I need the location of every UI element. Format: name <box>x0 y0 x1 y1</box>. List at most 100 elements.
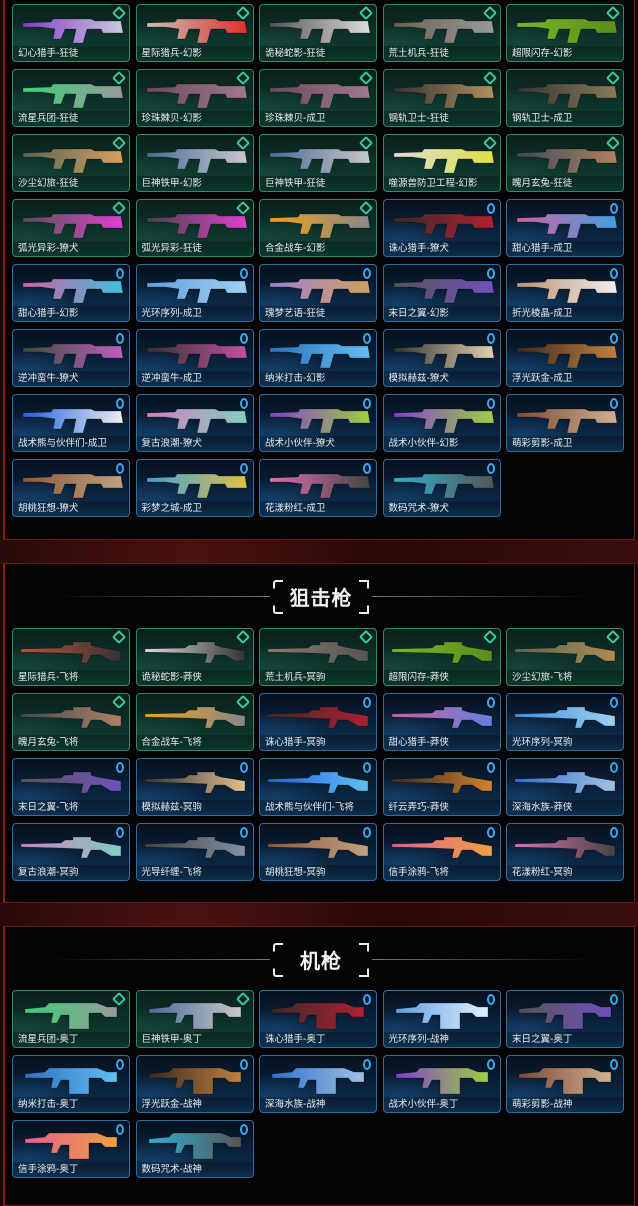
weapon-image <box>391 641 492 664</box>
skin-card[interactable]: 花漾粉红-成卫 <box>259 459 377 517</box>
skin-card[interactable]: 诡秘蛇影-莽侠 <box>135 628 254 686</box>
skin-card[interactable]: 模拟赫兹-獠犬 <box>382 329 501 387</box>
skin-card[interactable]: 复古浪潮-獠犬 <box>135 394 254 452</box>
skin-card[interactable]: 浮光跃金-战神 <box>135 1055 254 1113</box>
skin-card[interactable]: 信手涂鸦-奥丁 <box>12 1120 130 1178</box>
skin-card[interactable]: 胡桃狂想-冥驹 <box>259 823 377 881</box>
skin-card[interactable]: 胡桃狂想-獠犬 <box>12 459 130 517</box>
skin-name: 花漾粉红-成卫 <box>260 501 376 516</box>
weapon-image <box>22 148 124 174</box>
skin-card[interactable]: 战术熊与伙伴们-成卫 <box>12 394 130 452</box>
skin-card[interactable]: 巨神铁甲-奥丁 <box>135 990 254 1048</box>
rarity-ring-icon <box>610 398 618 409</box>
skin-card[interactable]: 魄月玄兔-狂徒 <box>506 134 624 192</box>
section-header: 机枪 <box>5 941 637 977</box>
rarity-ring-icon <box>363 762 371 773</box>
skin-card[interactable]: 光导纤缠-飞将 <box>135 823 254 881</box>
skin-card[interactable]: 流星兵团-奥丁 <box>12 990 130 1048</box>
rifles-panel: 幻心猎手-狂徒星际猎兵-幻影诡秘蛇影-狂徒荒土机兵-狂徒超限闪存-幻影流星兵团-… <box>3 0 635 540</box>
skin-card[interactable]: 花漾粉红-冥驹 <box>506 823 624 881</box>
skin-card[interactable]: 数码咒术-獠犬 <box>382 459 501 517</box>
rarity-ring-icon <box>116 827 124 838</box>
skin-card[interactable]: 瑰梦艺语-狂徒 <box>259 264 377 322</box>
skin-card[interactable]: 甜心猎手-成卫 <box>506 199 624 257</box>
skin-name: 模拟赫兹-獠犬 <box>383 371 500 386</box>
skin-card[interactable]: 珍珠棘贝-幻影 <box>135 69 254 127</box>
skin-name: 钢轨卫士-成卫 <box>507 111 623 126</box>
skin-card[interactable]: 巨神铁甲-狂徒 <box>259 134 377 192</box>
skin-card[interactable]: 超限闪存-幻影 <box>506 4 624 62</box>
skin-card[interactable]: 珍珠棘贝-成卫 <box>259 69 377 127</box>
skin-card[interactable]: 弧光异彩-狂徒 <box>135 199 254 257</box>
skin-card[interactable]: 甜心猎手-莽侠 <box>382 693 501 751</box>
skin-card[interactable]: 纤云弄巧-莽侠 <box>382 758 501 816</box>
skin-card[interactable]: 荒土机兵-狂徒 <box>382 4 501 62</box>
weapon-image <box>146 278 247 304</box>
weapon-image <box>518 1002 612 1030</box>
skin-card[interactable]: 末日之翼-飞将 <box>12 758 130 816</box>
skin-card[interactable]: 彩梦之城-成卫 <box>135 459 254 517</box>
skin-name: 数码咒术-战神 <box>136 1162 253 1177</box>
skin-name: 胡桃狂想-獠犬 <box>13 501 129 516</box>
weapon-image <box>269 148 371 174</box>
skin-card[interactable]: 星际猎兵-飞将 <box>12 628 130 686</box>
rarity-ring-icon <box>486 762 495 773</box>
skin-card[interactable]: 光环序列-冥驹 <box>506 693 624 751</box>
skin-card[interactable]: 纳米打击-奥丁 <box>12 1055 130 1113</box>
skin-card[interactable]: 战术小伙伴-獠犬 <box>259 394 377 452</box>
skin-card[interactable]: 逆冲蛮牛-成卫 <box>135 329 254 387</box>
rarity-ring-icon <box>486 994 495 1005</box>
skin-card[interactable]: 超限闪存-莽侠 <box>382 628 501 686</box>
skin-name: 末日之翼-幻影 <box>383 306 500 321</box>
skin-name: 光导纤缠-飞将 <box>136 865 253 880</box>
skin-card[interactable]: 折光棱晶-成卫 <box>506 264 624 322</box>
rarity-ring-icon <box>486 333 495 344</box>
skin-card[interactable]: 战术小伙伴-幻影 <box>382 394 501 452</box>
skin-card[interactable]: 光环序列-战神 <box>382 990 501 1048</box>
skin-card[interactable]: 复古浪潮-冥驹 <box>12 823 130 881</box>
skin-card[interactable]: 诛心猎手-冥驹 <box>259 693 377 751</box>
skin-card[interactable]: 噬源兽防卫工程-幻影 <box>382 134 501 192</box>
skin-card[interactable]: 流星兵团-狂徒 <box>12 69 130 127</box>
skin-card[interactable]: 合金战车-飞将 <box>135 693 254 751</box>
skin-card[interactable]: 合金战车-幻影 <box>259 199 377 257</box>
rarity-ring-icon <box>116 398 124 409</box>
skin-card[interactable]: 荒土机兵-冥驹 <box>259 628 377 686</box>
weapon-image <box>269 473 371 499</box>
skin-card[interactable]: 诛心猎手-奥丁 <box>259 990 377 1048</box>
skin-card[interactable]: 末日之翼-奥丁 <box>506 990 624 1048</box>
skin-card[interactable]: 浮光跃金-成卫 <box>506 329 624 387</box>
skin-card[interactable]: 模拟赫兹-冥驹 <box>135 758 254 816</box>
skin-card[interactable]: 逆冲蛮牛-獠犬 <box>12 329 130 387</box>
skin-card[interactable]: 诡秘蛇影-狂徒 <box>259 4 377 62</box>
skin-card[interactable]: 信手涂鸦-飞将 <box>382 823 501 881</box>
weapon-image <box>515 836 616 859</box>
skin-card[interactable]: 诛心猎手-獠犬 <box>382 199 501 257</box>
weapon-image <box>268 641 369 664</box>
skin-card[interactable]: 巨神铁甲-幻影 <box>135 134 254 192</box>
skin-card[interactable]: 战术小伙伴-奥丁 <box>382 1055 501 1113</box>
skin-card[interactable]: 数码咒术-战神 <box>135 1120 254 1178</box>
skin-card[interactable]: 萌彩剪影-战神 <box>506 1055 624 1113</box>
skin-name: 数码咒术-獠犬 <box>383 501 500 516</box>
skin-name: 纳米打击-幻影 <box>260 371 376 386</box>
weapon-image <box>22 83 124 109</box>
skin-card[interactable]: 钢轨卫士-狂徒 <box>382 69 501 127</box>
weapon-image <box>395 1067 488 1095</box>
skin-card[interactable]: 魄月玄兔-飞将 <box>12 693 130 751</box>
skin-card[interactable]: 星际猎兵-幻影 <box>135 4 254 62</box>
skin-card[interactable]: 深海水族-莽侠 <box>506 758 624 816</box>
skin-card[interactable]: 光环序列-成卫 <box>135 264 254 322</box>
skin-card[interactable]: 深海水族-战神 <box>259 1055 377 1113</box>
skin-card[interactable]: 弧光异彩-獠犬 <box>12 199 130 257</box>
skin-card[interactable]: 萌彩剪影-成卫 <box>506 394 624 452</box>
skin-card[interactable]: 甜心猎手-幻影 <box>12 264 130 322</box>
skin-card[interactable]: 沙尘幻旅-飞将 <box>506 628 624 686</box>
skin-card[interactable]: 沙尘幻旅-狂徒 <box>12 134 130 192</box>
skin-card[interactable]: 末日之翼-幻影 <box>382 264 501 322</box>
skin-card[interactable]: 幻心猎手-狂徒 <box>12 4 130 62</box>
skin-card[interactable]: 钢轨卫士-成卫 <box>506 69 624 127</box>
skin-card[interactable]: 战术熊与伙伴们-飞将 <box>259 758 377 816</box>
skin-name: 花漾粉红-冥驹 <box>507 865 623 880</box>
skin-card[interactable]: 纳米打击-幻影 <box>259 329 377 387</box>
